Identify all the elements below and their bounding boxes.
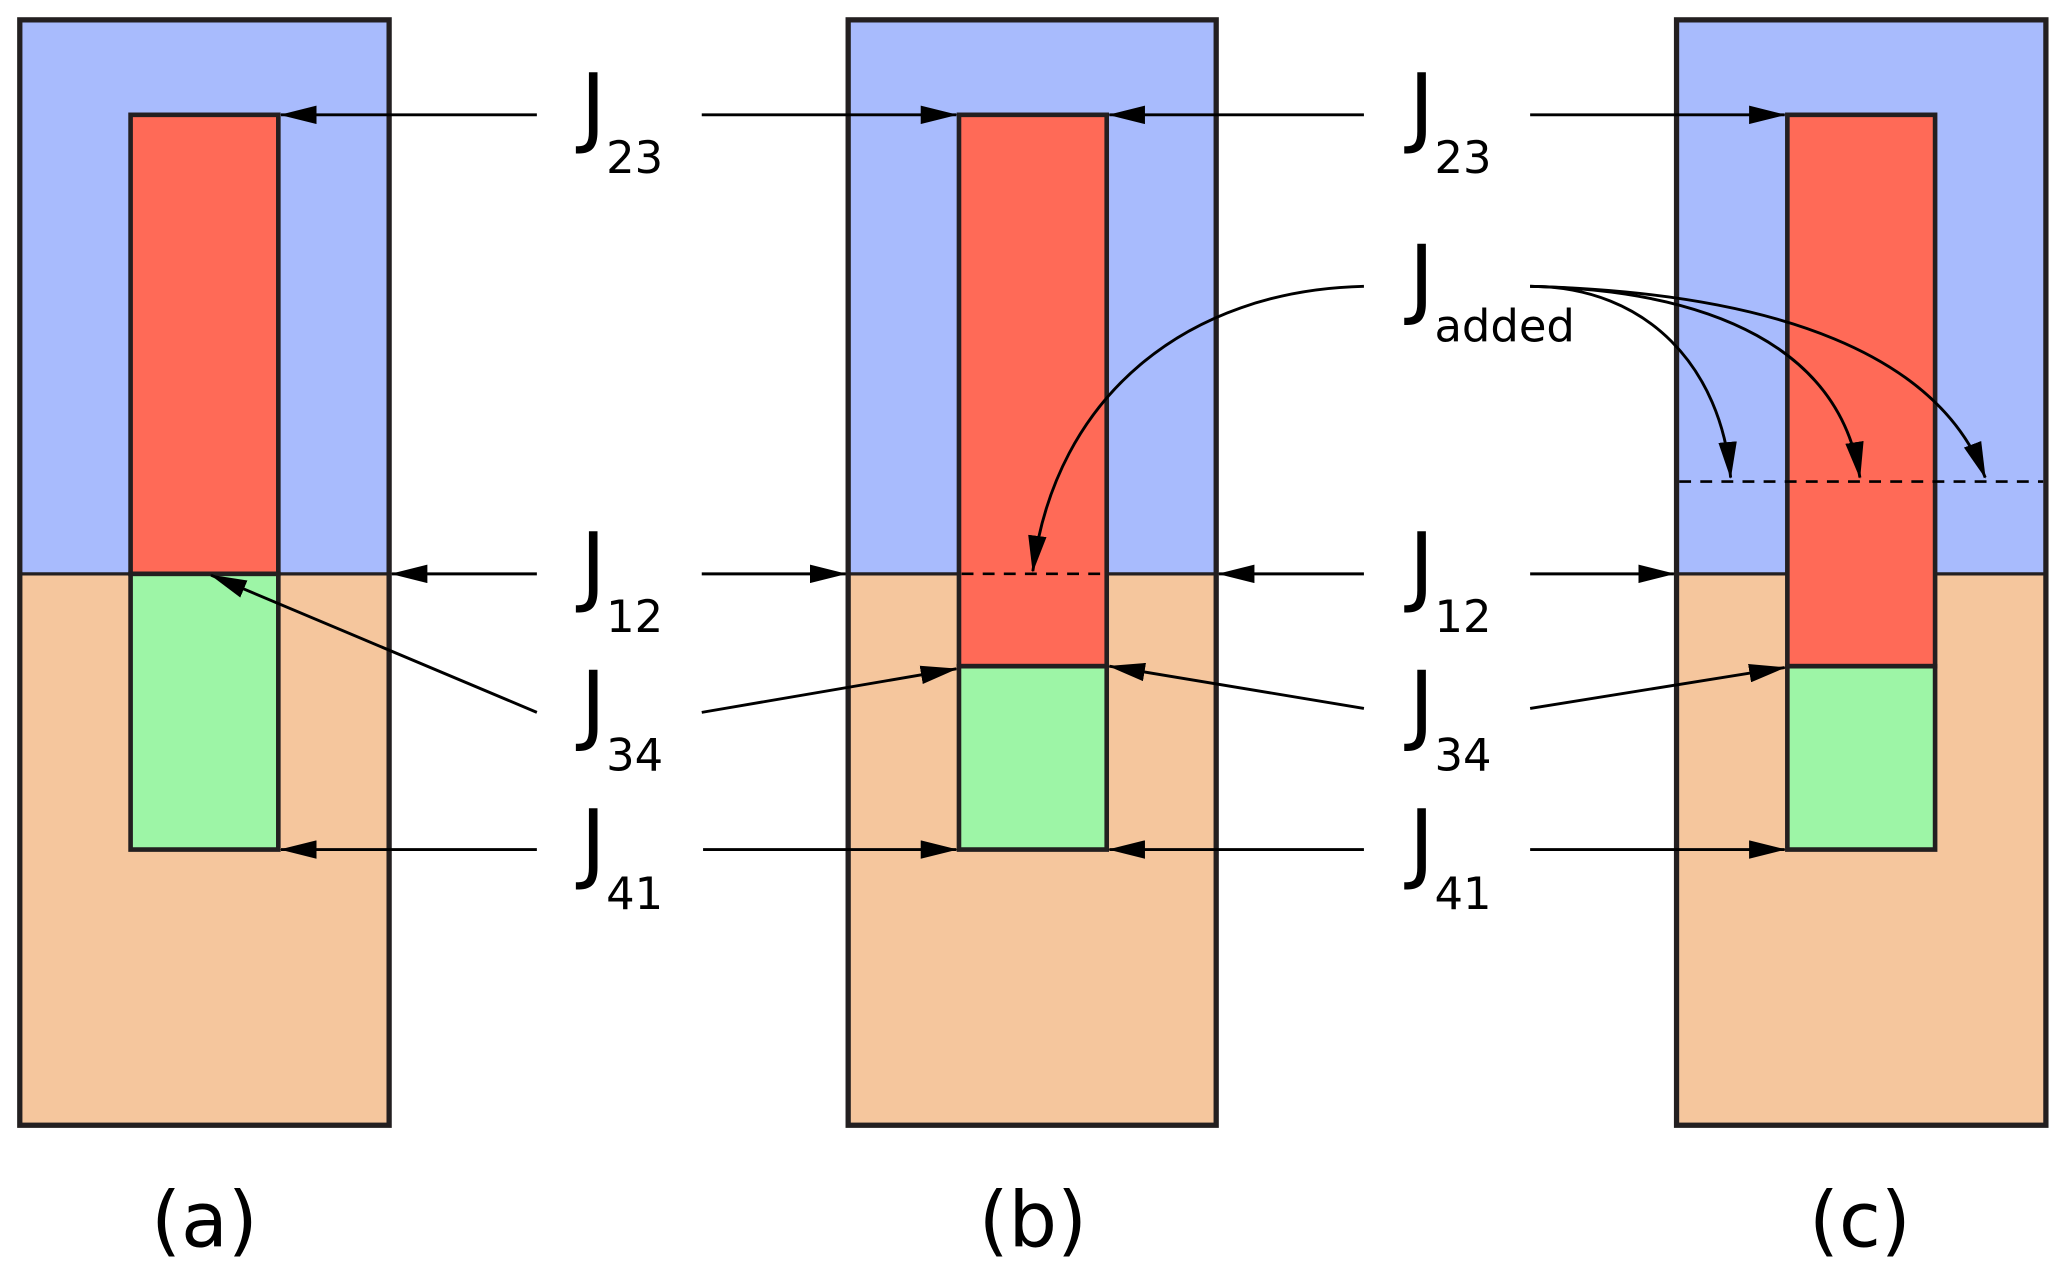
region-3-c (1785, 112, 1938, 669)
outer-box-c (1673, 17, 2049, 1128)
caption-b: (b) (979, 1177, 1087, 1266)
label-j12-left: J12 (575, 514, 663, 643)
arrow-j34-b-right (1108, 662, 1365, 710)
arrows (209, 105, 1987, 859)
label-j34-right: J34 (1404, 652, 1492, 781)
label-j12-right: J12 (1404, 514, 1492, 643)
region-4-c (1785, 663, 1938, 852)
label-j23-right: J23 (1404, 55, 1492, 184)
labels-left: J23 J12 J34 J41 (575, 55, 663, 920)
arrow-j34-b-left (701, 665, 958, 714)
arrow-j34-a (209, 573, 538, 714)
arrow-jadded-c-1 (1530, 284, 1737, 479)
labels-right: J23 Jadded J12 J34 J41 (1404, 55, 1575, 920)
region-3-a (128, 112, 281, 577)
label-j34-left: J34 (575, 652, 663, 781)
region-4-b (956, 663, 1110, 852)
arrow-j34-c (1529, 664, 1787, 710)
panel-b (845, 17, 1219, 1128)
region-4-a (128, 571, 281, 852)
label-jadded: Jadded (1404, 226, 1575, 352)
arrow-jadded-c-3 (1530, 284, 1987, 479)
outer-box-b (845, 17, 1219, 1128)
panel-c (1673, 17, 2049, 1128)
arrow-jadded-b (1028, 284, 1364, 573)
caption-a: (a) (151, 1177, 258, 1266)
label-j41-right: J41 (1404, 791, 1492, 920)
outer-box-a (17, 17, 392, 1128)
caption-c: (c) (1809, 1177, 1911, 1266)
region-3-b (956, 112, 1110, 669)
label-j41-left: J41 (575, 791, 663, 920)
label-j23-left: J23 (575, 55, 663, 184)
panel-a (17, 17, 392, 1128)
